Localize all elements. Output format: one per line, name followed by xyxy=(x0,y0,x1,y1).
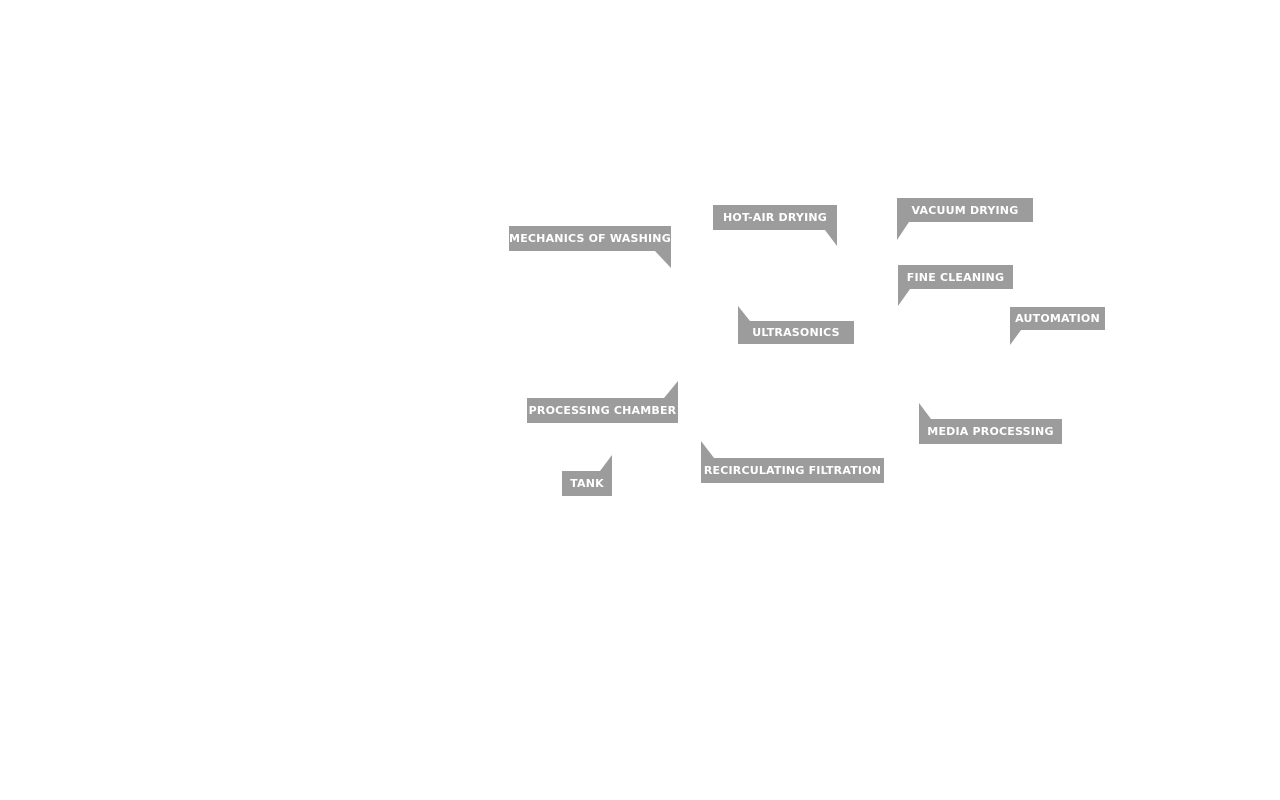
hotspot-label: TANK xyxy=(562,471,612,496)
hotspot-vacuum-drying[interactable]: VACUUM DRYING xyxy=(897,198,1033,240)
callout-tail-icon xyxy=(897,222,909,240)
hotspot-mechanics-of-washing[interactable]: MECHANICS OF WASHING xyxy=(509,226,671,268)
callout-tail-icon xyxy=(738,306,750,321)
hotspot-label: ULTRASONICS xyxy=(738,321,854,344)
hotspot-processing-chamber[interactable]: PROCESSING CHAMBER xyxy=(527,381,678,423)
hotspot-automation[interactable]: AUTOMATION xyxy=(1010,307,1105,345)
hotspot-label: RECIRCULATING FILTRATION xyxy=(701,458,884,483)
hotspot-tank[interactable]: TANK xyxy=(562,455,612,496)
callout-tail-icon xyxy=(919,403,931,419)
hotspot-label: PROCESSING CHAMBER xyxy=(527,398,678,423)
callout-tail-icon xyxy=(701,441,714,458)
hotspot-label: MEDIA PROCESSING xyxy=(919,419,1062,444)
callout-tail-icon xyxy=(664,381,678,398)
hotspot-label: FINE CLEANING xyxy=(898,265,1013,289)
callout-tail-icon xyxy=(1010,330,1021,345)
hotspot-label: MECHANICS OF WASHING xyxy=(509,226,671,251)
hotspot-fine-cleaning[interactable]: FINE CLEANING xyxy=(898,265,1013,306)
hotspot-ultrasonics[interactable]: ULTRASONICS xyxy=(738,306,854,344)
hotspot-hot-air-drying[interactable]: HOT-AIR DRYING xyxy=(713,205,837,246)
callout-tail-icon xyxy=(600,455,612,471)
hotspot-media-processing[interactable]: MEDIA PROCESSING xyxy=(919,403,1062,444)
callout-tail-icon xyxy=(655,251,671,268)
hotspot-label: VACUUM DRYING xyxy=(897,198,1033,222)
hotspot-label: AUTOMATION xyxy=(1010,307,1105,330)
hotspot-label: HOT-AIR DRYING xyxy=(713,205,837,230)
callout-tail-icon xyxy=(825,230,837,246)
callout-tail-icon xyxy=(898,289,910,306)
hotspot-recirculating-filtration[interactable]: RECIRCULATING FILTRATION xyxy=(701,441,884,483)
